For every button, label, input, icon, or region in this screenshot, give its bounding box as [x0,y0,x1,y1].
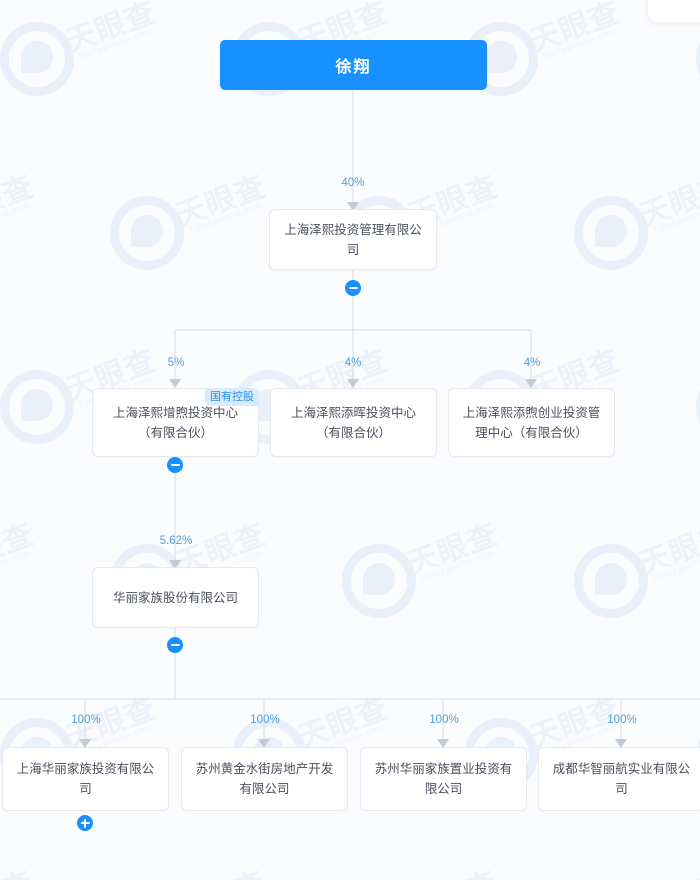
tree-node-label: 成都华智丽航实业有限公司 [552,762,691,796]
tree-node-label: 上海泽熙添晖投资中心（有限合伙） [290,405,416,440]
tree-node-label: 苏州华丽家族置业投资有限公司 [374,762,513,796]
tree-node-label: 苏州黄金水街房地产开发有限公司 [195,762,334,796]
edge-label-n0-n1: 40% [341,177,365,189]
tree-node-label: 上海泽熙投资管理有限公司 [284,222,422,257]
collapse-toggle-shanghai-zexi-zengxu[interactable] [167,457,183,473]
tree-node-shanghai-zexi-tianxu[interactable]: 上海泽熙添煦创业投资管理中心（有限合伙） [448,388,615,457]
tree-node-shanghai-zexi-zengxu[interactable]: 上海泽熙增煦投资中心（有限合伙） 国有控股 [92,388,259,457]
edge-label-n1-n4: 4% [523,357,541,369]
tree-node-suzhou-huangjinshuijie[interactable]: 苏州黄金水街房地产开发有限公司 [181,747,348,811]
tree-node-shanghai-zexi-investment[interactable]: 上海泽熙投资管理有限公司 [269,209,437,270]
edge-label-n5-n7: 100% [250,714,280,726]
tree-node-label: 上海华丽家族投资有限公司 [16,762,155,796]
collapse-toggle-shanghai-zexi-investment[interactable] [345,280,361,296]
tree-node-label: 上海泽熙增煦投资中心（有限合伙） [112,405,238,440]
edge-label-n5-n6: 100% [71,714,101,726]
tree-node-root[interactable]: 徐翔 [220,40,487,90]
tree-node-hualijiazu[interactable]: 华丽家族股份有限公司 [92,567,259,628]
tree-node-chengdu-huazhililang[interactable]: 成都华智丽航实业有限公司 [538,747,700,811]
edge-label-n5-n8: 100% [429,714,459,726]
edge-label-n5-n9: 100% [607,714,637,726]
floating-control-panel[interactable] [648,0,700,22]
tree-node-label: 华丽家族股份有限公司 [112,590,238,605]
collapse-toggle-hualijiazu[interactable] [167,637,183,653]
edge-label-n1-n3: 4% [344,357,362,369]
edge-label-n2-n5: 5.62% [159,535,193,547]
tree-node-label: 徐翔 [335,59,372,76]
tree-node-suzhou-huali-zhiye[interactable]: 苏州华丽家族置业投资有限公司 [360,747,527,811]
tree-node-shanghai-zexi-tianhui[interactable]: 上海泽熙添晖投资中心（有限合伙） [270,388,437,457]
status-badge-state-owned: 国有控股 [205,388,259,406]
edge-label-n1-n2: 5% [167,357,185,369]
expand-toggle-shanghai-huali-investment[interactable] [77,815,93,831]
tree-node-shanghai-huali-investment[interactable]: 上海华丽家族投资有限公司 [2,747,169,811]
tree-node-label: 上海泽熙添煦创业投资管理中心（有限合伙） [462,405,601,440]
